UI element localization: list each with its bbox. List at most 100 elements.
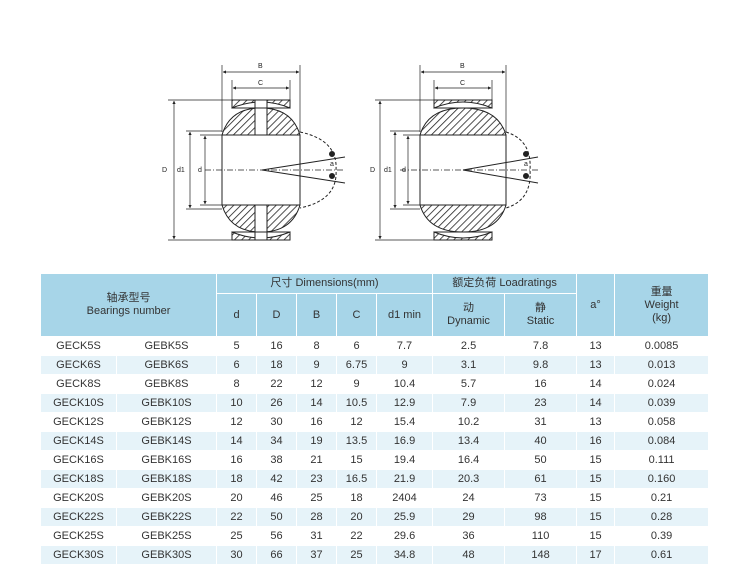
cell-D: 46 xyxy=(256,488,297,508)
cell-dynamic-load: 48 xyxy=(432,545,506,564)
cell-D: 66 xyxy=(256,545,297,564)
cell-dynamic-load: 5.7 xyxy=(432,374,506,394)
cell-C: 10.5 xyxy=(336,393,377,413)
cell-weight: 0.084 xyxy=(614,431,710,451)
label-C: C xyxy=(460,80,465,87)
cell-d1-min: 25.9 xyxy=(375,507,434,527)
header-model-en: Bearings number xyxy=(86,305,171,317)
cell-C: 22 xyxy=(336,526,377,546)
header-D: D xyxy=(256,293,297,337)
cell-C: 12 xyxy=(336,412,377,432)
cell-dynamic-load: 7.9 xyxy=(432,393,506,413)
cell-gebk-model: GEBK18S xyxy=(116,469,217,489)
cell-C: 15 xyxy=(336,450,377,470)
cell-dynamic-load: 29 xyxy=(432,507,506,527)
cell-d: 14 xyxy=(216,431,257,451)
bearing-spec-table: 轴承型号 Bearings number 尺寸 Dimensions(mm) 额… xyxy=(40,273,710,564)
header-B: B xyxy=(296,293,337,337)
cell-d1-min: 16.9 xyxy=(375,431,434,451)
header-weight-cn: 重量 xyxy=(650,285,673,298)
cell-B: 9 xyxy=(296,355,337,375)
cell-dynamic-load: 10.2 xyxy=(432,412,506,432)
cell-angle: 13 xyxy=(576,412,616,432)
label-D: D xyxy=(162,167,167,174)
cell-weight: 0.013 xyxy=(614,355,710,375)
outer-ring-bottom xyxy=(433,231,493,241)
cell-static-load: 110 xyxy=(504,526,578,546)
cell-angle: 14 xyxy=(576,393,616,413)
cell-D: 16 xyxy=(256,336,297,356)
cell-angle: 15 xyxy=(576,488,616,508)
cell-dynamic-load: 24 xyxy=(432,488,506,508)
cell-d: 30 xyxy=(216,545,257,564)
bearing-drawings-svg: B C D d1 d a a xyxy=(162,63,540,241)
cell-B: 21 xyxy=(296,450,337,470)
cell-weight: 0.61 xyxy=(614,545,710,564)
header-dimensions: 尺寸 Dimensions(mm) xyxy=(215,273,434,294)
cell-d: 22 xyxy=(216,507,257,527)
cell-B: 23 xyxy=(296,469,337,489)
header-weight-unit: (kg) xyxy=(652,311,672,324)
cell-gebk-model: GEBK12S xyxy=(116,412,217,432)
header-d1min: d1 min xyxy=(375,293,434,337)
cell-d: 8 xyxy=(216,374,257,394)
cell-d: 18 xyxy=(216,469,257,489)
cell-D: 50 xyxy=(256,507,297,527)
label-d: d xyxy=(198,167,202,174)
outer-ring-top xyxy=(433,99,493,109)
cell-gebk-model: GEBK10S xyxy=(116,393,217,413)
cell-dynamic-load: 36 xyxy=(432,526,506,546)
cell-weight: 0.039 xyxy=(614,393,710,413)
cell-angle: 15 xyxy=(576,450,616,470)
header-static-cn: 静 xyxy=(535,302,547,314)
cell-D: 42 xyxy=(256,469,297,489)
cell-B: 25 xyxy=(296,488,337,508)
header-dynamic-en: Dynamic xyxy=(447,315,490,327)
cell-static-load: 148 xyxy=(504,545,578,564)
cell-static-load: 98 xyxy=(504,507,578,527)
cell-d1-min: 10.4 xyxy=(375,374,434,394)
cell-static-load: 7.8 xyxy=(504,336,578,356)
cell-d1-min: 15.4 xyxy=(375,412,434,432)
cell-angle: 15 xyxy=(576,507,616,527)
bearing-drawing-left xyxy=(168,65,346,241)
cell-D: 34 xyxy=(256,431,297,451)
label-d: d xyxy=(402,167,406,174)
cell-weight: 0.21 xyxy=(614,488,710,508)
label-B: B xyxy=(460,63,465,70)
cell-C: 6 xyxy=(336,336,377,356)
cell-d1-min: 9 xyxy=(375,355,434,375)
cell-B: 37 xyxy=(296,545,337,564)
cell-geck-model: GECK8S xyxy=(40,374,117,394)
cell-d: 5 xyxy=(216,336,257,356)
cell-C: 9 xyxy=(336,374,377,394)
cell-B: 8 xyxy=(296,336,337,356)
cell-gebk-model: GEBK30S xyxy=(116,545,217,564)
label-d1: d1 xyxy=(384,167,392,174)
cell-angle: 13 xyxy=(576,355,616,375)
header-d: d xyxy=(216,293,257,337)
cell-dynamic-load: 16.4 xyxy=(432,450,506,470)
cell-d: 16 xyxy=(216,450,257,470)
cell-weight: 0.111 xyxy=(614,450,710,470)
cell-angle: 17 xyxy=(576,545,616,564)
cell-C: 16.5 xyxy=(336,469,377,489)
cell-D: 22 xyxy=(256,374,297,394)
header-static-en: Static xyxy=(526,315,555,327)
cell-B: 31 xyxy=(296,526,337,546)
cell-d: 12 xyxy=(216,412,257,432)
cell-d1-min: 12.9 xyxy=(375,393,434,413)
cell-angle: 14 xyxy=(576,374,616,394)
cell-static-load: 9.8 xyxy=(504,355,578,375)
header-static: 静 Static xyxy=(504,293,578,337)
